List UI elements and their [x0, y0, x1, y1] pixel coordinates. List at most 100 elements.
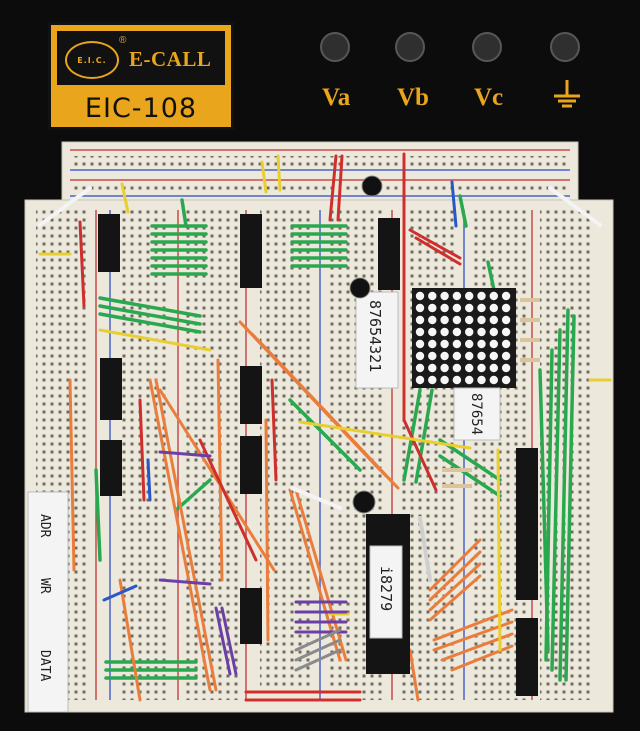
led-dot: [477, 351, 486, 361]
resistors: [442, 298, 540, 488]
ic-9: [516, 448, 538, 600]
led-dot: [465, 375, 474, 385]
led-dot: [415, 327, 425, 337]
led-dot: [501, 351, 511, 361]
ic-8279-label-card: [369, 545, 403, 639]
side-label-card: [27, 491, 69, 713]
model-name: EIC-108: [84, 93, 198, 124]
ic-5: [240, 366, 262, 424]
led-dot: [465, 327, 474, 337]
ground-symbol-icon: [554, 80, 580, 108]
post-hole-3: [472, 32, 502, 62]
eic-logo: E.I.C.: [65, 41, 119, 79]
ic-4: [100, 358, 122, 420]
red-wires: [78, 152, 462, 702]
led-dot: [428, 315, 437, 325]
led-dot: [428, 291, 437, 301]
led-dot: [440, 291, 449, 301]
led-dot: [428, 303, 437, 313]
vc-label: Vc: [474, 84, 504, 111]
led-dot: [452, 303, 462, 313]
vb-label: Vb: [397, 84, 429, 111]
side-label-data: DATA: [37, 650, 52, 682]
led-dot: [452, 363, 462, 373]
led-dot: [440, 363, 449, 373]
led-dot: [489, 363, 498, 373]
led-dot: [452, 375, 462, 385]
led-dot: [415, 315, 425, 325]
led-dot: [415, 351, 425, 361]
dip-label-card: [355, 291, 399, 389]
led-dot: [415, 339, 425, 349]
led-dot: [477, 315, 486, 325]
led-dot: [452, 327, 462, 337]
led-dot: [465, 363, 474, 373]
led-dot: [477, 375, 486, 385]
led-dot: [501, 375, 511, 385]
led-dot: [428, 327, 437, 337]
led-dot: [477, 303, 486, 313]
led-dot: [452, 351, 462, 361]
led-dot: [440, 375, 449, 385]
va-label: Va: [322, 84, 351, 111]
led-dot: [440, 339, 449, 349]
yellow-wires: [38, 154, 612, 652]
misc-wires: [38, 180, 602, 676]
led-dot: [440, 327, 449, 337]
matrix-side-label-card: [453, 387, 501, 441]
brand-top-band: E.I.C. E-CALL ®: [55, 29, 227, 87]
led-dot: [489, 303, 498, 313]
capacitors: [349, 175, 383, 514]
ic-8279-label-text: i8279: [377, 566, 395, 612]
led-dot: [477, 291, 486, 301]
led-matrix-dots: [415, 291, 511, 385]
led-dot: [501, 315, 511, 325]
led-dot: [477, 363, 486, 373]
led-dot: [440, 303, 449, 313]
led-dot: [465, 291, 474, 301]
led-dot: [428, 339, 437, 349]
binding-post-holes: [320, 32, 580, 62]
matrix-side-label-text: 87654: [468, 393, 484, 436]
led-dot: [452, 291, 462, 301]
led-dot: [428, 351, 437, 361]
led-dot: [501, 327, 511, 337]
led-dot: [440, 315, 449, 325]
led-dot: [452, 339, 462, 349]
led-dot: [428, 363, 437, 373]
ic-1: [98, 214, 120, 272]
led-dot: [489, 327, 498, 337]
led-dot-matrix: [412, 288, 516, 388]
ic-10: [516, 618, 538, 696]
green-wire-clusters: [94, 194, 576, 682]
led-dot: [501, 339, 511, 349]
ic-6: [100, 440, 122, 496]
led-dot: [489, 291, 498, 301]
side-label-adr: ADR: [37, 514, 52, 538]
ic-2: [240, 214, 262, 288]
led-dot: [465, 339, 474, 349]
ic-8: [240, 588, 262, 644]
led-dot: [489, 315, 498, 325]
led-dot: [415, 363, 425, 373]
brand-plate: E.I.C. E-CALL ® EIC-108: [48, 22, 234, 130]
led-dot: [415, 375, 425, 385]
led-dot: [477, 339, 486, 349]
led-dot: [452, 315, 462, 325]
led-dot: [415, 303, 425, 313]
led-dot: [440, 351, 449, 361]
brand-name: E-CALL: [129, 47, 212, 71]
ic-7: [240, 436, 262, 494]
post-hole-1: [320, 32, 350, 62]
led-dot: [415, 291, 425, 301]
led-dot: [489, 375, 498, 385]
led-dot: [465, 303, 474, 313]
led-dot: [465, 315, 474, 325]
side-label-wr: WR: [37, 578, 52, 594]
led-dot: [489, 339, 498, 349]
post-hole-4: [550, 32, 580, 62]
led-dot: [428, 375, 437, 385]
led-dot: [501, 363, 511, 373]
